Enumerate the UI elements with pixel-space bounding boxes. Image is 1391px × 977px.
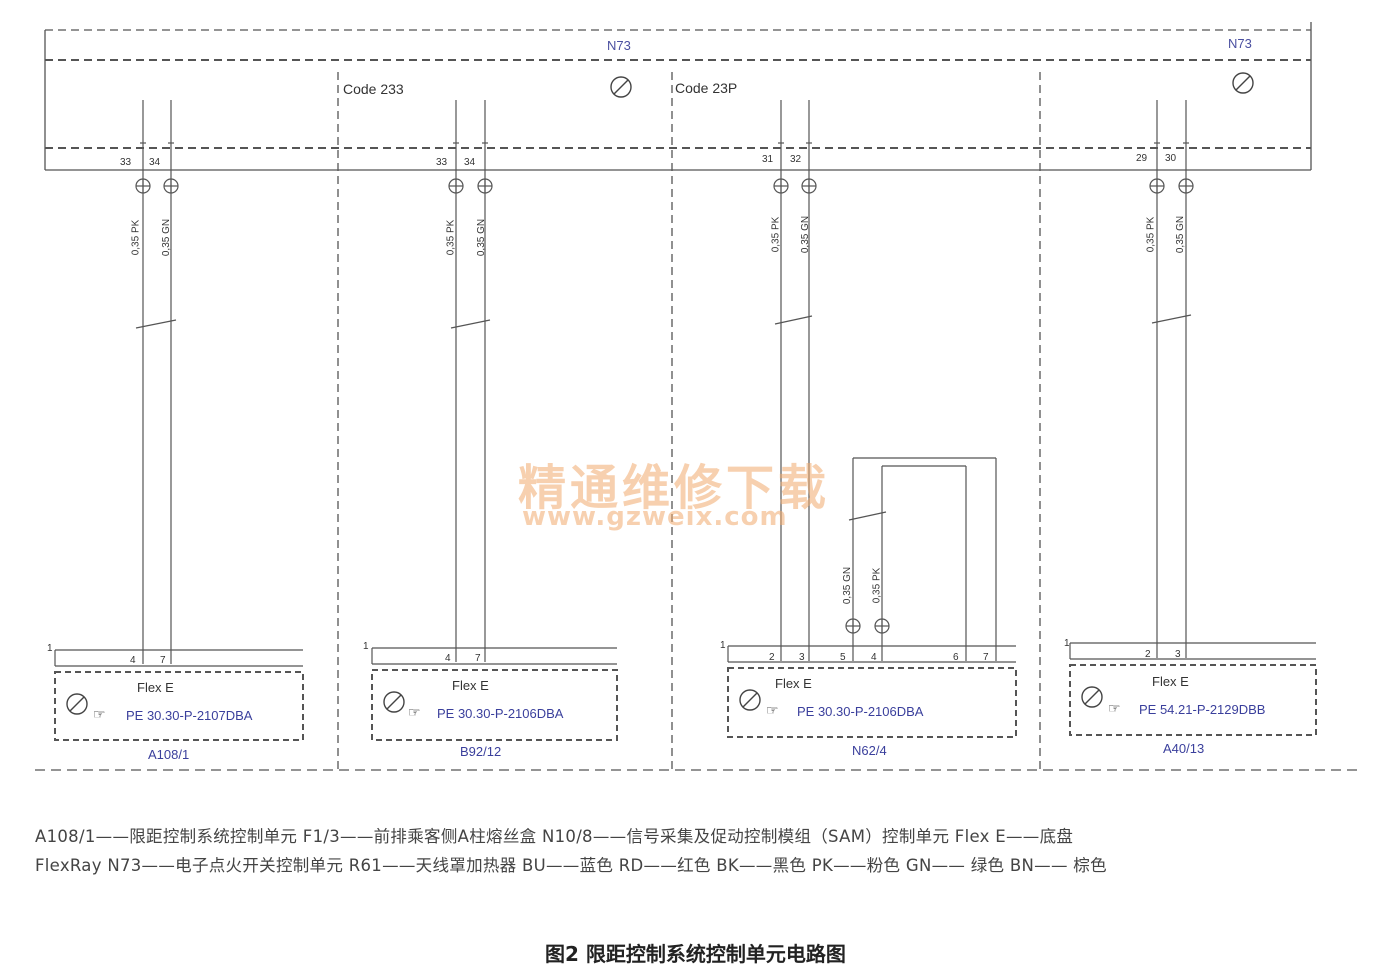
ground-symbol xyxy=(69,696,85,712)
pin-number: 7 xyxy=(160,655,166,666)
pointing-hand-icon: ☞ xyxy=(766,702,779,718)
ground-symbol xyxy=(66,693,88,715)
connector-number: 1 xyxy=(720,640,726,651)
component-name: A108/1 xyxy=(148,747,190,762)
code-23p-label: Code 23P xyxy=(675,80,738,96)
twisted-pair-mark xyxy=(774,315,813,325)
pin-number: 34 xyxy=(149,157,161,168)
n73-symbol xyxy=(613,79,629,95)
connector-number: 1 xyxy=(1064,638,1070,649)
flex-e-label: Flex E xyxy=(137,680,174,695)
twisted-pair-mark xyxy=(135,319,177,329)
legend-line-1: A108/1——限距控制系统控制单元 F1/3——前排乘客侧A柱熔丝盒 N10/… xyxy=(35,827,1074,846)
pointing-hand-icon: ☞ xyxy=(408,704,421,720)
figure-caption: 图2 限距控制系统控制单元电路图 xyxy=(545,942,846,966)
twisted-pair-mark xyxy=(848,511,887,521)
pin-number: 33 xyxy=(120,157,132,168)
n73-symbol xyxy=(1235,75,1251,91)
n73-label: N73 xyxy=(1228,36,1252,51)
pin-number: 3 xyxy=(799,652,805,663)
wire-label: 0,35 GN xyxy=(1175,215,1187,254)
flex-e-label: Flex E xyxy=(1152,674,1189,689)
code-233-label: Code 233 xyxy=(343,81,404,97)
connector-number: 1 xyxy=(47,643,53,654)
watermark-url: www.gzweix.com xyxy=(522,502,788,532)
wire-label: 0,35 GN xyxy=(800,215,812,254)
pe-reference-link[interactable]: PE 54.21-P-2129DBB xyxy=(1139,702,1266,717)
pin-number: 4 xyxy=(445,653,451,664)
pin-number: 5 xyxy=(840,652,846,663)
n73-symbol xyxy=(1232,72,1254,94)
pin-number: 31 xyxy=(762,154,774,165)
ground-symbol xyxy=(1084,689,1100,705)
wire-label: 0,35 PK xyxy=(770,216,782,253)
watermark-text: 精通维修下载 xyxy=(518,460,831,516)
wire-label: 0,35 GN xyxy=(476,218,488,257)
ground-symbol xyxy=(1081,686,1103,708)
component-name: A40/13 xyxy=(1163,741,1205,756)
pin-number: 6 xyxy=(953,652,959,663)
twisted-pair-mark xyxy=(450,319,491,329)
legend-line-2: FlexRay N73——电子点火开关控制单元 R61——天线罩加热器 BU——… xyxy=(35,856,1107,875)
module-box xyxy=(54,671,304,741)
pin-number: 34 xyxy=(464,157,476,168)
wire-label: 0,35 GN xyxy=(161,218,173,257)
ground-symbol xyxy=(739,689,761,711)
n73-label: N73 xyxy=(607,38,631,53)
connector-number: 1 xyxy=(363,641,369,652)
wire-label: 0,35 PK xyxy=(871,567,883,604)
pin-number: 29 xyxy=(1136,153,1148,164)
module-box xyxy=(727,667,1017,738)
pin-number: 30 xyxy=(1165,153,1177,164)
flex-e-label: Flex E xyxy=(775,676,812,691)
pin-number: 32 xyxy=(790,154,802,165)
component-name: B92/12 xyxy=(460,744,502,759)
ground-symbol xyxy=(386,694,402,710)
pin-number: 4 xyxy=(130,655,136,666)
wire-label: 0,35 GN xyxy=(842,566,854,605)
wire-label: 0,35 PK xyxy=(1145,216,1157,253)
n73-symbol xyxy=(610,76,632,98)
flex-e-label: Flex E xyxy=(452,678,489,693)
ground-symbol xyxy=(742,692,758,708)
pin-number: 7 xyxy=(983,652,989,663)
pe-reference-link[interactable]: PE 30.30-P-2106DBA xyxy=(437,706,564,721)
pin-number: 2 xyxy=(1145,649,1151,660)
module-box xyxy=(1069,664,1317,736)
wire-label: 0,35 PK xyxy=(130,219,142,256)
module-box xyxy=(371,669,618,741)
pe-reference-link[interactable]: PE 30.30-P-2107DBA xyxy=(126,708,253,723)
twisted-pair-mark xyxy=(1151,314,1192,324)
ground-symbol xyxy=(383,691,405,713)
pin-number: 2 xyxy=(769,652,775,663)
pin-number: 33 xyxy=(436,157,448,168)
pin-number: 7 xyxy=(475,653,481,664)
component-name: N62/4 xyxy=(852,743,887,758)
pointing-hand-icon: ☞ xyxy=(1108,700,1121,716)
pe-reference-link[interactable]: PE 30.30-P-2106DBA xyxy=(797,704,924,719)
pin-number: 4 xyxy=(871,652,877,663)
pointing-hand-icon: ☞ xyxy=(93,706,106,722)
pin-number: 3 xyxy=(1175,649,1181,660)
wire-label: 0,35 PK xyxy=(445,219,457,256)
